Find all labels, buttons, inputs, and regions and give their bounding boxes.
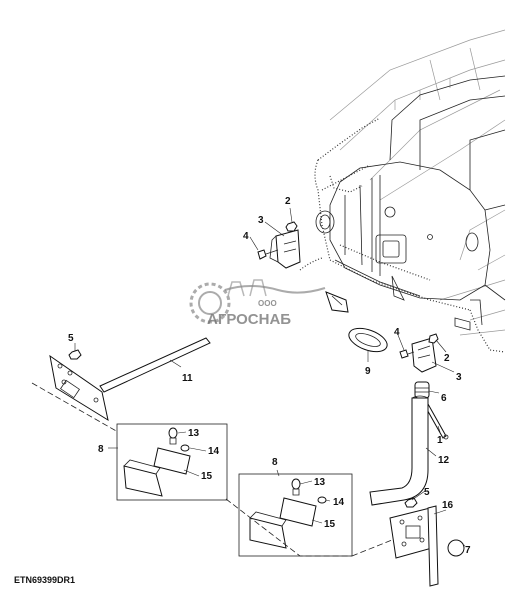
watermark: ООО АГРОСНАБ (189, 279, 326, 328)
callout-5-right: 5 (424, 487, 430, 498)
tractor-cab-outline (329, 29, 506, 336)
callout-6: 6 (441, 393, 447, 404)
callout-13-left: 13 (188, 428, 200, 439)
assembly-dash-lines (31, 382, 393, 557)
watermark-brand: АГРОСНАБ (207, 311, 291, 328)
callout-15-left: 15 (201, 471, 213, 482)
callout-5-left: 5 (68, 333, 74, 344)
lamp-assembly-box-left (116, 423, 228, 501)
callout-13-right: 13 (314, 477, 326, 488)
cab-body-dotted (299, 117, 506, 353)
callout-4-right: 4 (394, 327, 400, 338)
lamp-assembly-box-right (238, 473, 353, 557)
callout-7: 7 (465, 545, 471, 556)
support-tube-12 (369, 395, 429, 506)
rear-panel (315, 75, 506, 331)
right-mounting-bracket (399, 333, 439, 399)
leader-lines (74, 207, 466, 547)
plate-bracket-16 (389, 497, 465, 587)
callout-11: 11 (182, 373, 193, 384)
callout-8-left: 8 (98, 444, 104, 455)
callout-14-right: 14 (333, 497, 345, 508)
work-light-9 (325, 291, 388, 353)
callout-1: 1 (437, 435, 443, 446)
callout-14-left: 14 (208, 446, 220, 457)
callout-3-upper: 3 (258, 215, 264, 226)
callout-9: 9 (365, 366, 371, 377)
license-plate-holder-left (49, 337, 211, 422)
reference-code: ETN69399DR1 (14, 575, 75, 585)
upper-mounting-bracket (257, 221, 301, 269)
callout-2-upper: 2 (285, 196, 291, 207)
callout-3-right: 3 (456, 372, 462, 383)
callout-12: 12 (438, 455, 450, 466)
callout-15-right: 15 (324, 519, 336, 530)
callout-8-right: 8 (272, 457, 278, 468)
watermark-prefix: ООО (258, 299, 277, 308)
callout-16: 16 (442, 500, 454, 511)
callouts: 2 3 4 5 11 9 4 2 3 6 1 12 5 16 7 8 13 14… (68, 196, 471, 556)
callout-4-upper: 4 (243, 231, 249, 242)
callout-2-right: 2 (444, 353, 450, 364)
